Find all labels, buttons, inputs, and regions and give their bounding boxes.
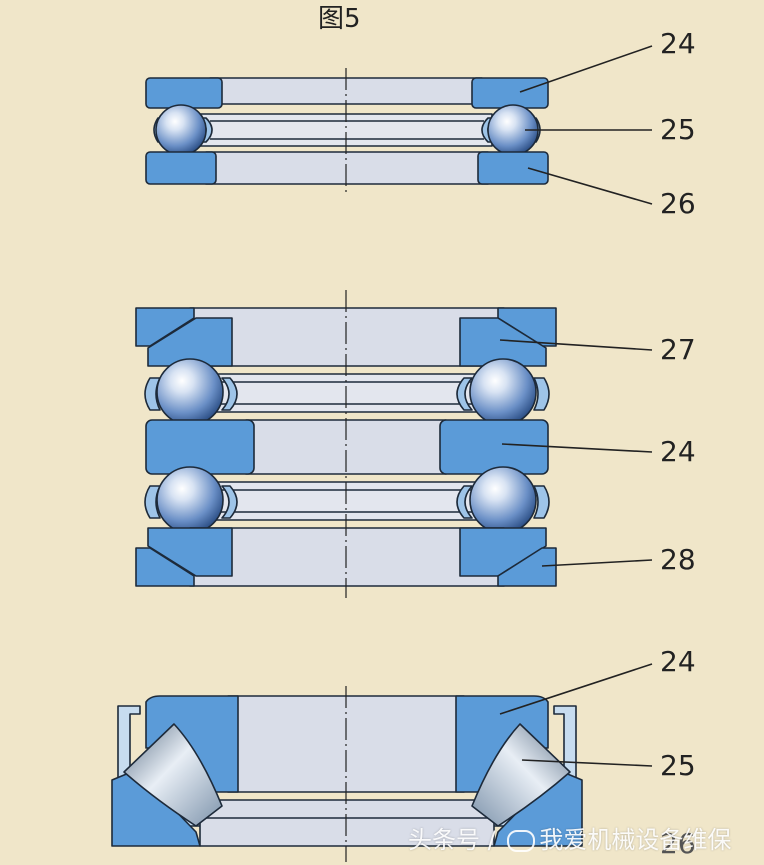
cage-pocket: [533, 485, 550, 519]
callout-label: 25: [660, 749, 696, 782]
shaft-washer: [145, 77, 549, 109]
callout-label: 27: [660, 333, 696, 366]
watermark-prefix: 头条号 /: [408, 826, 504, 854]
lower-seat-washer: [135, 527, 557, 587]
chat-bubble-icon: [507, 830, 536, 852]
callout-label: 24: [660, 645, 696, 678]
roller: [123, 723, 223, 827]
cage-pocket: [221, 485, 238, 519]
callout-label: 28: [660, 543, 696, 576]
callout-label: 24: [660, 435, 696, 468]
ball: [155, 104, 207, 156]
cage-pocket: [456, 485, 473, 519]
callout-label: 24: [660, 27, 696, 60]
leader-lines: [499, 45, 653, 767]
single-direction-thrust-ball-bearing: [145, 77, 549, 185]
figure-title: 图5: [318, 4, 361, 34]
central-shaft-washer: [145, 419, 549, 475]
upper-seat-washer: [135, 307, 557, 367]
cage-pocket: [533, 377, 550, 411]
ball: [156, 358, 224, 426]
roller: [471, 723, 571, 827]
watermark-suffix: 我爱机械设备维保: [539, 826, 732, 854]
callout-label: 25: [660, 113, 696, 146]
watermark: 头条号 / 我爱机械设备维保: [408, 820, 731, 855]
ball: [469, 358, 537, 426]
callout-label: 26: [660, 187, 696, 220]
cage-pocket: [456, 377, 473, 411]
housing-washer: [145, 151, 549, 185]
ball: [469, 466, 537, 534]
ball: [156, 466, 224, 534]
cage-pocket: [221, 377, 238, 411]
callout-label: 26: [660, 827, 696, 860]
